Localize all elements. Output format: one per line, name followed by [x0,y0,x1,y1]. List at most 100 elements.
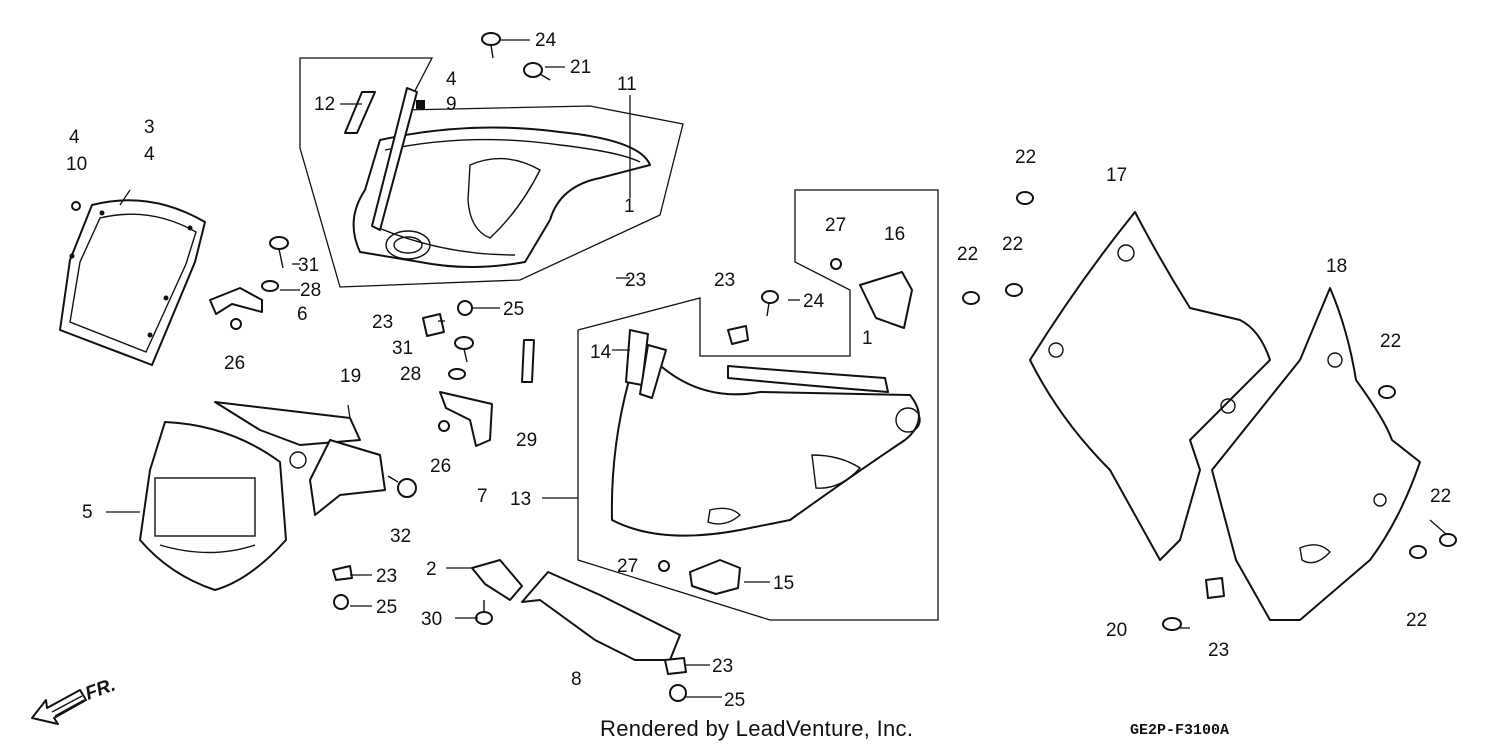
callout-26: 26 [224,353,245,374]
callout-20: 20 [1106,620,1127,641]
screw-24-top [481,32,501,59]
callout-28: 28 [300,280,321,301]
callout-26: 26 [430,456,451,477]
callout-22: 22 [1002,234,1023,255]
callout-23: 23 [376,566,397,587]
direction-label: FR. [83,674,119,704]
callout-30: 30 [421,609,442,630]
callout-23: 23 [1208,640,1229,661]
screw-30 [475,600,493,625]
strap-29 [521,339,535,383]
callout-21: 21 [570,57,591,78]
callout-3: 3 [144,117,155,138]
screw-22-top [1016,191,1034,205]
callout-27: 27 [825,215,846,236]
screw-22-left-b [1005,283,1023,297]
callout-23: 23 [372,312,393,333]
bolt-31-upper [269,236,289,269]
screw-24-middle [761,290,779,317]
grommet-25-bottom [669,684,687,702]
under-cowl-left-17 [1029,211,1271,561]
screw-22-right-b [1439,533,1457,547]
callout-31: 31 [392,338,413,359]
callout-12: 12 [314,94,335,115]
callout-23: 23 [625,270,646,291]
front-direction-arrow-icon [31,689,87,725]
callout-23: 23 [712,656,733,677]
bracket-12 [344,91,376,134]
windscreen-part [59,199,206,366]
callout-1: 1 [624,196,635,217]
bracket-2 [471,559,523,601]
screw-26-left [230,318,242,330]
middle-cowl-part [610,344,921,537]
headlight-case-part [139,421,287,591]
callout-27: 27 [617,556,638,577]
clip-23-bottom [664,657,687,675]
middle-cowl-group-outline [577,189,939,621]
callout-11: 11 [617,74,637,95]
trim-14 [625,329,667,399]
rod-4 [371,87,418,231]
screw-26-mid [438,420,450,432]
callout-32: 32 [390,526,411,547]
clip-23-mid [422,313,445,337]
callout-22: 22 [957,244,978,265]
bolt-31-mid [454,336,474,363]
under-cowl-right-18 [1211,287,1421,621]
callout-25: 25 [724,690,745,711]
callout-16: 16 [884,224,905,245]
callout-22: 22 [1406,610,1427,631]
callout-4: 4 [69,127,80,148]
callout-23: 23 [714,270,735,291]
callout-24: 24 [535,30,557,51]
grommet-25-lower-left [333,594,349,610]
callout-28: 28 [400,364,421,385]
washer-28-mid [448,368,466,380]
bolt-32 [387,475,417,498]
callout-29: 29 [516,430,537,451]
upper-cowl-part [352,126,651,268]
diagram-code: GE2P-F3100A [1130,722,1230,739]
callout-4: 4 [144,144,155,165]
clip-23-middle-cowl [727,325,749,345]
upper-cowl-group-outline [299,57,684,288]
callout-5: 5 [82,502,93,523]
credit-text: Rendered by LeadVenture, Inc. [600,716,914,741]
callout-17: 17 [1106,165,1127,186]
callout-8: 8 [571,669,582,690]
callout-10: 10 [66,154,87,175]
clip-23-lower-left [332,565,353,581]
callout-19: 19 [340,366,361,387]
stay-6 [209,287,263,315]
callout-1: 1 [862,328,873,349]
screw-10 [71,201,81,211]
callout-4: 4 [446,69,457,90]
bracket-15 [689,559,741,595]
screw-27-lower [658,560,670,572]
callout-6: 6 [297,304,308,325]
screw-22-left-a [962,291,980,305]
stay-19 [214,401,386,516]
callout-2: 2 [426,559,437,580]
callout-25: 25 [503,299,524,320]
nut-9 [416,100,425,109]
callout-22: 22 [1430,486,1451,507]
rail-1 [727,365,889,393]
screw-21 [523,62,551,81]
cover-8 [521,571,681,661]
clip-23-under-cowl [1205,577,1225,599]
bracket-16 [859,271,913,329]
callout-15: 15 [773,573,794,594]
screw-22-right-a [1378,385,1396,399]
callout-7: 7 [477,486,488,507]
callout-22: 22 [1380,331,1401,352]
leader-lines [106,39,1447,698]
washer-28-upper [261,280,279,292]
callout-31: 31 [298,255,319,276]
callout-9: 9 [446,94,457,115]
stay-7 [439,391,493,447]
callout-22: 22 [1015,147,1036,168]
screw-22-right-c [1409,545,1427,559]
